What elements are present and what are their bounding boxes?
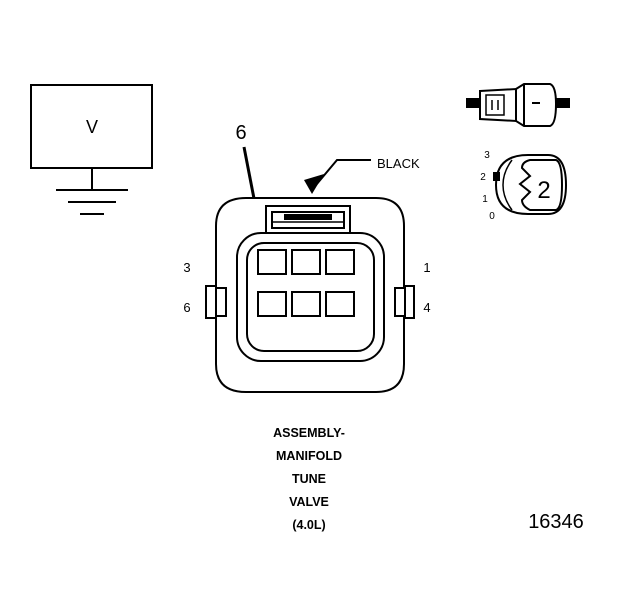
leader-arrow-icon: [304, 159, 371, 194]
connector-body: [205, 197, 415, 393]
title-line-5: (4.0L): [292, 518, 325, 532]
title-line-2: MANIFOLD: [276, 449, 342, 463]
ground-icon: [56, 168, 128, 215]
right-ear: [394, 287, 406, 317]
connector-latch: [265, 205, 351, 237]
range-position-1: 1: [482, 194, 488, 205]
title-line-4: VALVE: [289, 495, 329, 509]
range-dial-icon: [493, 154, 568, 215]
pin-label-1: 1: [423, 260, 430, 275]
component-title: ASSEMBLY- MANIFOLD TUNE VALVE (4.0L): [273, 426, 345, 532]
terminal-cavity-4: [325, 291, 355, 317]
voltmeter-symbol: V: [86, 117, 98, 137]
terminal-cavity-2: [291, 249, 321, 275]
pin-label-4: 4: [423, 300, 430, 315]
title-line-1: ASSEMBLY-: [273, 426, 345, 440]
terminal-cavity-5: [291, 291, 321, 317]
terminal-cavity-1: [325, 249, 355, 275]
connector-color-label: BLACK: [377, 156, 420, 171]
range-position-3: 3: [484, 150, 490, 161]
range-selector: 3 2 1 0 2: [480, 150, 568, 222]
terminal-cavities: [257, 249, 355, 317]
voltmeter-box: [30, 84, 153, 169]
terminal-cavity-3: [257, 249, 287, 275]
voltmeter: V: [30, 84, 153, 215]
pin-label-3: 3: [183, 260, 190, 275]
range-position-2: 2: [480, 172, 486, 183]
probe-pin-number: 6: [235, 122, 246, 144]
range-selected-value: 2: [537, 177, 550, 204]
color-callout: BLACK: [304, 156, 420, 194]
range-position-0: 0: [489, 211, 495, 222]
range-pointer: [493, 172, 500, 181]
figure-number: 16346: [528, 511, 584, 533]
pin-label-6: 6: [183, 300, 190, 315]
terminal-cavity-6: [257, 291, 287, 317]
title-line-3: TUNE: [292, 472, 326, 486]
left-ear: [215, 287, 227, 317]
backprobe-connector-icon: [466, 83, 570, 127]
